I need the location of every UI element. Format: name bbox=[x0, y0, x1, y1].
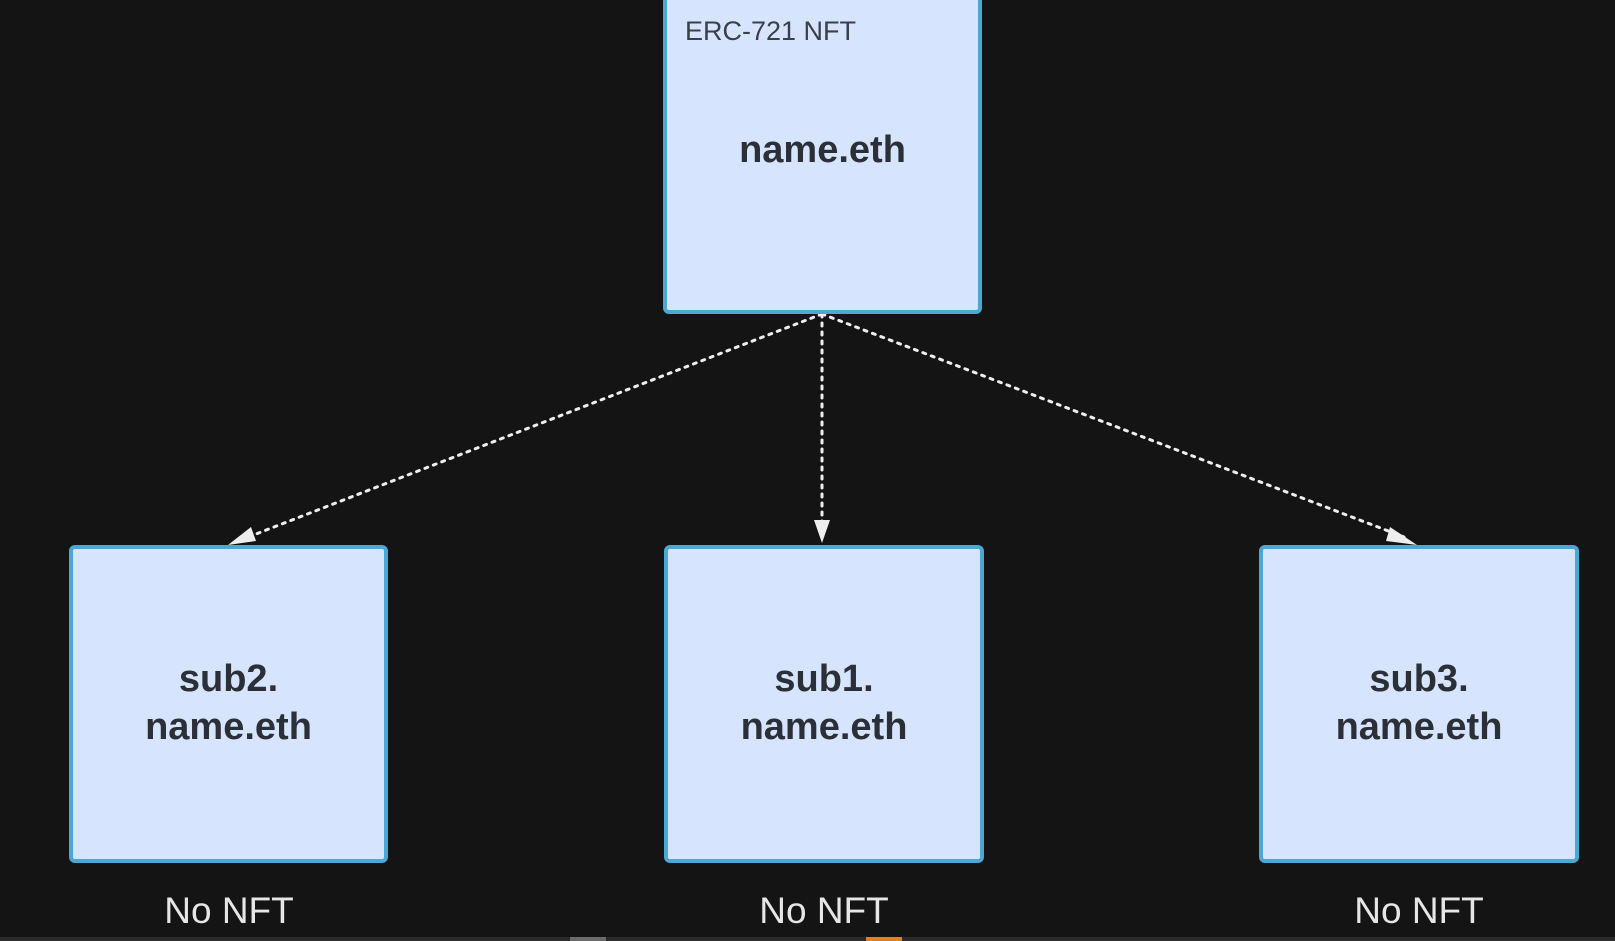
child-node-sub1: sub1. name.eth bbox=[664, 545, 984, 863]
root-node: ERC-721 NFT name.eth bbox=[663, 0, 982, 314]
root-node-label-text: name.eth bbox=[739, 129, 906, 171]
child-node-sub2-line1: sub2. bbox=[178, 658, 279, 700]
child-node-sub1-line1: sub1. bbox=[774, 658, 874, 700]
arrowhead-sub2 bbox=[228, 527, 256, 545]
edge-root-to-sub3 bbox=[820, 312, 1406, 539]
root-node-label: name.eth bbox=[667, 126, 978, 174]
root-node-sublabel: ERC-721 NFT bbox=[685, 16, 857, 46]
bottom-strip-gray-mark bbox=[570, 937, 606, 941]
caption-sub3: No NFT bbox=[1354, 890, 1484, 931]
arrowhead-sub1 bbox=[814, 520, 830, 543]
child-node-sub3-line2: name.eth bbox=[1335, 706, 1503, 748]
bottom-strip bbox=[0, 937, 1615, 941]
child-node-sub3: sub3. name.eth bbox=[1259, 545, 1579, 863]
caption-sub1: No NFT bbox=[759, 890, 889, 931]
bottom-strip-orange-mark bbox=[866, 937, 902, 941]
child-node-sub3-label: sub3. name.eth bbox=[1263, 655, 1575, 751]
child-node-sub2-line2: name.eth bbox=[145, 706, 312, 748]
child-node-sub1-line2: name.eth bbox=[740, 706, 908, 748]
child-node-sub2: sub2. name.eth bbox=[69, 545, 388, 863]
child-node-sub1-label: sub1. name.eth bbox=[668, 655, 980, 751]
arrowhead-sub3 bbox=[1386, 527, 1417, 545]
edge-root-to-sub2 bbox=[236, 312, 824, 543]
child-node-sub2-label: sub2. name.eth bbox=[73, 655, 384, 751]
caption-sub2: No NFT bbox=[164, 890, 294, 931]
child-node-sub3-line1: sub3. bbox=[1369, 658, 1469, 700]
